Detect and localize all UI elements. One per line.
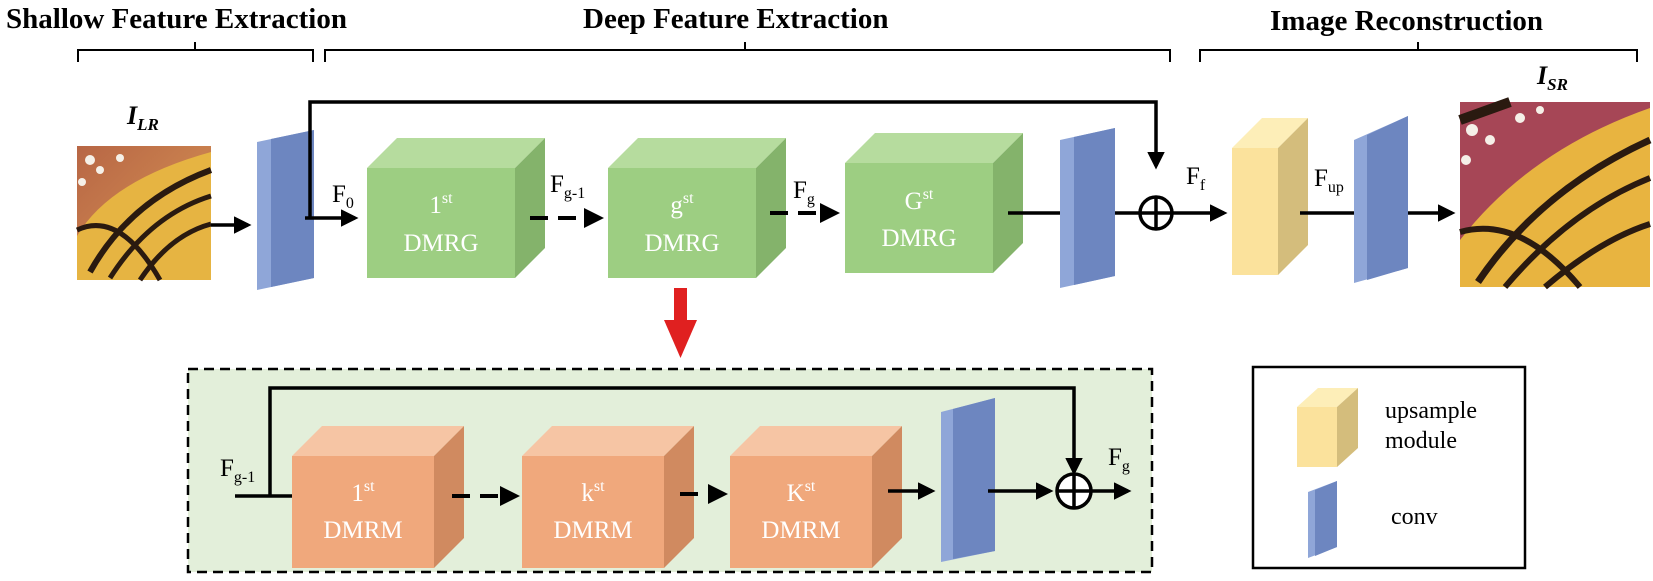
svg-text:gst: gst (670, 190, 694, 219)
signal-fup: Fup (1314, 165, 1344, 196)
svg-text:kst: kst (581, 478, 605, 507)
section-title-deep: Deep Feature Extraction (583, 3, 889, 35)
svg-text:Kst: Kst (787, 478, 816, 507)
svg-text:1st: 1st (429, 190, 453, 219)
legend-upsample-label-2: module (1385, 428, 1457, 454)
section-title-shallow: Shallow Feature Extraction (6, 3, 347, 35)
section-title-recon: Image Reconstruction (1270, 5, 1543, 37)
legend-upsample-swatch (1297, 388, 1358, 467)
signal-inner-fg: Fg (1108, 444, 1130, 475)
legend-conv-label: conv (1391, 504, 1438, 530)
sr-image-label: ISR (1536, 61, 1568, 94)
brace-recon (1199, 42, 1638, 62)
signal-fg: Fg (793, 177, 815, 208)
sum-node-inner (1055, 472, 1093, 510)
dmrm-block-K: Kst DMRM (730, 426, 902, 568)
svg-text:Gst: Gst (905, 186, 934, 215)
svg-text:DMRM: DMRM (323, 517, 402, 544)
lr-image (75, 146, 213, 282)
legend-upsample-label-1: upsample (1385, 398, 1477, 424)
signal-ff: Ff (1186, 163, 1206, 194)
legend-box (1251, 365, 1527, 570)
svg-text:1st: 1st (351, 478, 375, 507)
lr-image-label: ILR (126, 101, 159, 134)
conv-block-inner (941, 398, 995, 562)
svg-text:DMRM: DMRM (553, 517, 632, 544)
global-skip-connection (308, 100, 1165, 218)
sr-image (1458, 97, 1652, 290)
svg-text:DMRG: DMRG (881, 225, 956, 252)
inner-skip-connection (268, 386, 1083, 496)
signal-fg1: Fg-1 (550, 171, 585, 202)
conv-block-recon (1354, 116, 1408, 283)
upsample-module-block (1232, 118, 1308, 275)
signal-f0: F0 (332, 181, 354, 212)
dmrg-block-1: 1st DMRG (367, 138, 545, 278)
brace-shallow (77, 42, 314, 62)
conv-block-shallow (257, 130, 314, 290)
dmrg-block-G: Gst DMRG (845, 133, 1023, 273)
signal-inner-fg1: Fg-1 (220, 455, 255, 486)
conv-block-deep (1060, 128, 1115, 288)
brace-deep (324, 42, 1171, 62)
dmrg-block-g: gst DMRG (608, 138, 786, 278)
svg-text:DMRM: DMRM (761, 517, 840, 544)
expand-arrow (664, 288, 697, 358)
sum-node-global (1138, 195, 1174, 231)
svg-text:DMRG: DMRG (644, 230, 719, 257)
legend-conv-swatch (1308, 481, 1337, 558)
svg-text:DMRG: DMRG (403, 230, 478, 257)
dmrm-block-1: 1st DMRM (292, 426, 464, 568)
dmrm-block-k: kst DMRM (522, 426, 694, 568)
